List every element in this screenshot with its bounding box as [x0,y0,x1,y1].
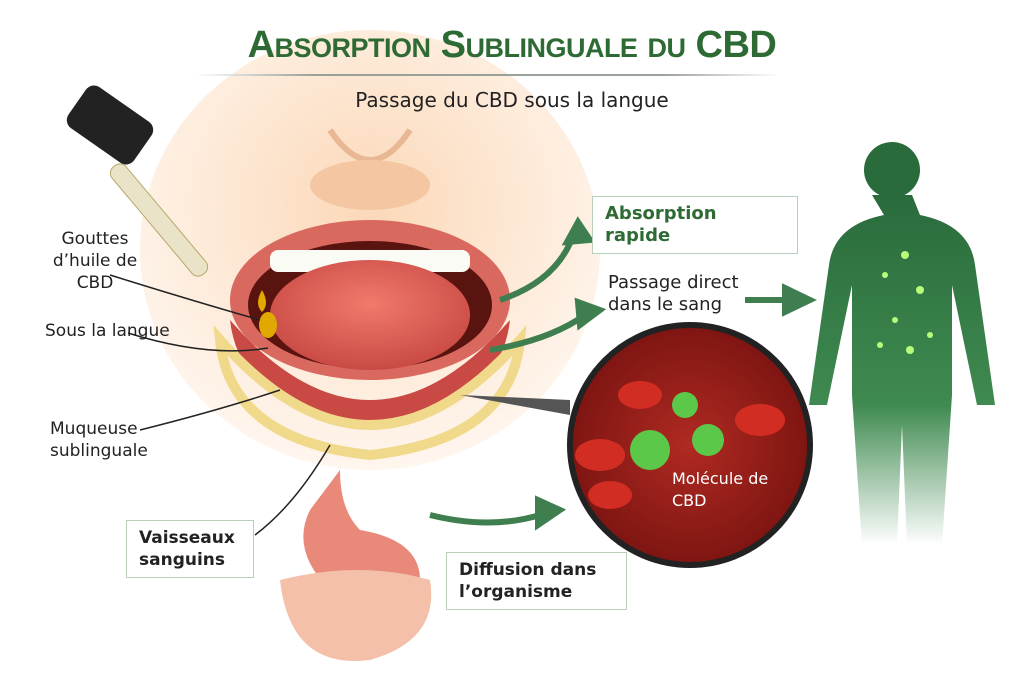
page-title: Absorption Sublinguale du CBD [247,24,777,66]
human-body-silhouette [809,142,995,545]
label-vessels: Vaisseaux sanguins [126,520,254,578]
label-mucosa: Muqueuse sublinguale [50,419,148,461]
face-illustration [140,30,600,470]
page-subtitle: Passage du CBD sous la langue [355,88,669,112]
label-drops: Gouttes d’huile de CBD [52,229,138,293]
blood-vessel-zoom [460,322,813,568]
title-divider [195,74,780,76]
label-direct-passage: Passage direct dans le sang [608,272,739,315]
stomach-illustration [280,470,432,661]
label-fast-absorption: Absorption rapide [592,196,798,254]
leader-lines [109,274,331,536]
label-molecule: Molécule de CBD [672,469,769,510]
dropper-illustration [66,85,277,338]
label-under-tongue: Sous la langue [45,321,170,341]
arrows [429,216,817,531]
label-diffusion: Diffusion dans l’organisme [446,552,627,610]
